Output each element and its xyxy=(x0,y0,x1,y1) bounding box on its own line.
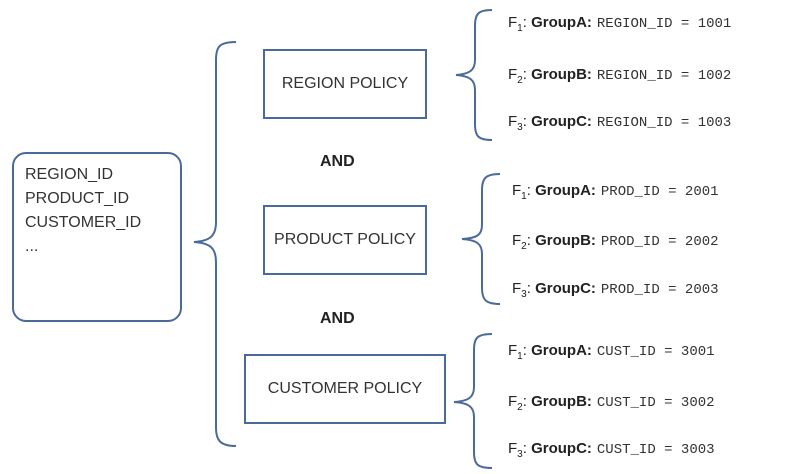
filter-id: F3 xyxy=(512,280,527,300)
filter-predicate: CUST_ID = 3001 xyxy=(596,344,715,360)
customer-policy-label: CUSTOMER POLICY xyxy=(267,380,423,397)
product-policy-box: PRODUCT POLICY xyxy=(263,205,427,275)
filter-id: F1 xyxy=(512,182,527,202)
product-filter-row: F2: GroupB:PROD_ID = 2002 xyxy=(512,232,719,252)
column-product-id: PRODUCT_ID xyxy=(25,190,130,207)
filter-id: F2 xyxy=(508,66,523,86)
filter-predicate: REGION_ID = 1002 xyxy=(596,68,732,84)
filter-id: F1 xyxy=(508,14,523,34)
filter-id: F3 xyxy=(508,440,523,460)
filter-group: GroupB: xyxy=(535,232,596,249)
region-filter-row: F3: GroupC:REGION_ID = 1003 xyxy=(508,113,732,133)
filter-group: GroupC: xyxy=(531,113,592,130)
filter-id: F1 xyxy=(508,342,523,362)
columns-box: REGION_ID PRODUCT_ID CUSTOMER_ID ... xyxy=(12,152,182,322)
filter-predicate: PROD_ID = 2003 xyxy=(600,282,719,298)
and-connector-label: AND xyxy=(320,310,355,327)
filter-id: F3 xyxy=(508,113,523,133)
main-brace xyxy=(193,41,237,447)
customer-filter-row: F1: GroupA:CUST_ID = 3001 xyxy=(508,342,715,362)
filter-predicate: PROD_ID = 2002 xyxy=(600,234,719,250)
region-filter-row: F2: GroupB:REGION_ID = 1002 xyxy=(508,66,732,86)
filter-predicate: CUST_ID = 3003 xyxy=(596,442,715,458)
product-brace xyxy=(461,173,501,305)
column-customer-id: CUSTOMER_ID xyxy=(25,214,142,231)
product-policy-label: PRODUCT POLICY xyxy=(274,231,416,248)
filter-id: F2 xyxy=(512,232,527,252)
filter-predicate: REGION_ID = 1003 xyxy=(596,115,732,131)
customer-policy-box: CUSTOMER POLICY xyxy=(244,354,446,424)
region-policy-box: REGION POLICY xyxy=(263,49,427,119)
customer-brace xyxy=(453,333,493,469)
filter-group: GroupC: xyxy=(535,280,596,297)
filter-group: GroupB: xyxy=(531,66,592,83)
filter-group: GroupA: xyxy=(535,182,596,199)
filter-group: GroupA: xyxy=(531,14,592,31)
and-connector-label: AND xyxy=(320,153,355,170)
column-more-ellipsis: ... xyxy=(25,238,39,255)
region-filter-row: F1: GroupA:REGION_ID = 1001 xyxy=(508,14,732,34)
filter-group: GroupA: xyxy=(531,342,592,359)
region-brace xyxy=(455,9,493,141)
product-filter-row: F3: GroupC:PROD_ID = 2003 xyxy=(512,280,719,300)
region-policy-label: REGION POLICY xyxy=(281,75,409,92)
filter-id: F2 xyxy=(508,393,523,413)
filter-predicate: PROD_ID = 2001 xyxy=(600,184,719,200)
filter-group: GroupC: xyxy=(531,440,592,457)
customer-filter-row: F2: GroupB:CUST_ID = 3002 xyxy=(508,393,715,413)
filter-group: GroupB: xyxy=(531,393,592,410)
column-region-id: REGION_ID xyxy=(25,166,114,183)
filter-predicate: CUST_ID = 3002 xyxy=(596,395,715,411)
product-filter-row: F1: GroupA:PROD_ID = 2001 xyxy=(512,182,719,202)
filter-predicate: REGION_ID = 1001 xyxy=(596,16,732,32)
customer-filter-row: F3: GroupC:CUST_ID = 3003 xyxy=(508,440,715,460)
